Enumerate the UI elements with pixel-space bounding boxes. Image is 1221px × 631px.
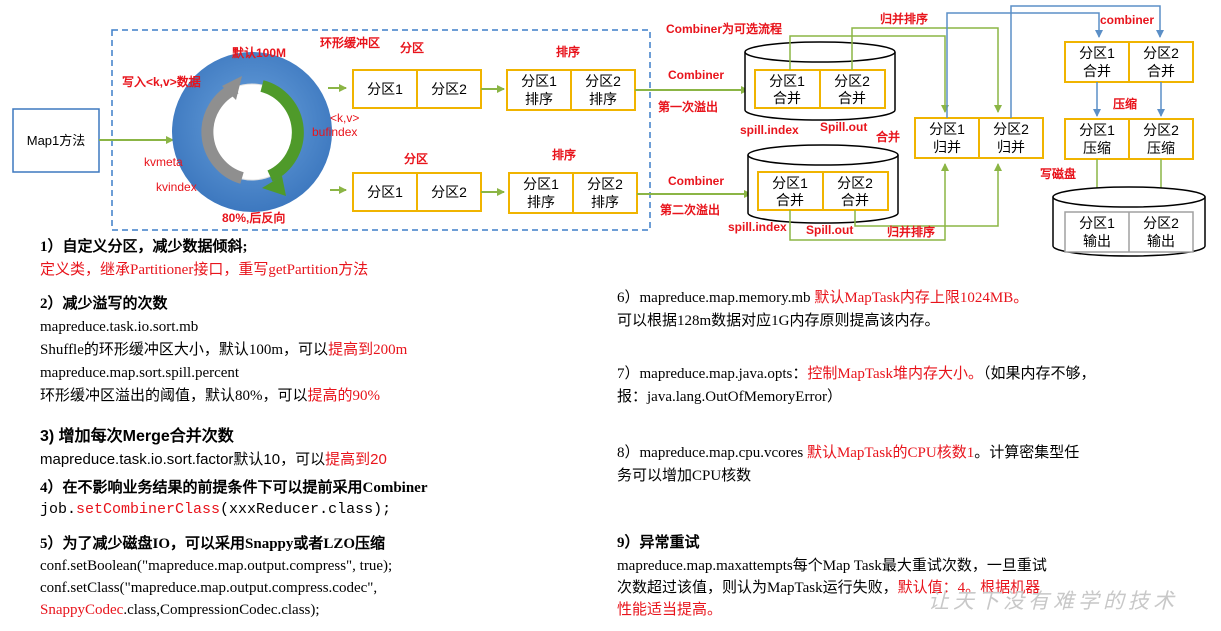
- cyl2-p2-merge: 合并: [841, 192, 869, 208]
- ring-buffer-circle: [172, 52, 332, 212]
- note-7-line-1: 7）mapreduce.map.java.opts：控制MapTask堆内存大小…: [617, 366, 1096, 382]
- cyl2-p1: 分区1: [772, 175, 808, 191]
- note-1-title: 1）自定义分区，减少数据倾斜;: [40, 239, 248, 255]
- merged-p1-guibing: 归并: [933, 139, 961, 155]
- sort-top-p1-sorted: 排序: [525, 91, 553, 107]
- combiner-lower-label: combiner: [1100, 13, 1154, 27]
- partition-top-p2: 分区2: [431, 81, 467, 97]
- ring-buffer-region: [111, 29, 651, 231]
- combiner-label-bottom: Combiner: [668, 174, 724, 188]
- compressed-p1: 分区1: [1079, 122, 1115, 138]
- cyl1-p2-merge: 合并: [838, 90, 866, 106]
- note-3-line-1: mapreduce.task.io.sort.factor默认10，可以提高到2…: [40, 451, 387, 468]
- second-spill-label: 第二次溢出: [660, 202, 720, 217]
- note-2-line-4: 环形缓冲区溢出的阈值，默认80%，可以提高的90%: [40, 388, 380, 404]
- first-spill-label: 第一次溢出: [658, 99, 718, 114]
- spill-cylinder-1: [744, 41, 896, 121]
- write-disk-label: 写磁盘: [1040, 166, 1076, 181]
- note-2-line-3: mapreduce.map.sort.spill.percent: [40, 365, 240, 381]
- map-method-box: [12, 108, 100, 173]
- note-5-line-3: SnappyCodec.class,CompressionCodec.class…: [40, 602, 320, 618]
- sort-bottom-p2: 分区2: [587, 176, 623, 192]
- compress-label: 压缩: [1113, 96, 1137, 111]
- merged-p1: 分区1: [929, 121, 965, 137]
- merged-p2: 分区2: [993, 121, 1029, 137]
- bufindex-label: bufindex: [312, 125, 357, 139]
- sort-label-bottom: 排序: [552, 147, 576, 162]
- note-9-title: 9）异常重试: [617, 535, 700, 551]
- merge-sort-label-top: 归并排序: [880, 11, 928, 26]
- partition-bottom-p1: 分区1: [367, 184, 403, 200]
- write-kv-label: 写入<k,v>数据: [122, 74, 201, 89]
- spill-index-label-1: spill.index: [740, 123, 799, 137]
- combined-p1-merge: 合并: [1083, 63, 1111, 79]
- note-4-title: 4）在不影响业务结果的前提条件下可以提前采用Combiner: [40, 480, 428, 496]
- kv-label: <k,v>: [330, 111, 359, 125]
- output-p1: 分区1: [1079, 215, 1115, 231]
- combined-p2-merge: 合并: [1147, 63, 1175, 79]
- cyl1-p1-merge: 合并: [773, 90, 801, 106]
- sort-bottom-p2-sorted: 排序: [591, 194, 619, 210]
- ring-buffer-label: 环形缓冲区: [320, 35, 380, 50]
- sort-bottom-p1: 分区1: [523, 176, 559, 192]
- output-p2-out: 输出: [1147, 233, 1175, 249]
- note-2-line-1: mapreduce.task.io.sort.mb: [40, 319, 199, 335]
- note-5-line-2: conf.setClass("mapreduce.map.output.comp…: [40, 580, 378, 596]
- note-9-line-3: 性能适当提高。: [617, 602, 723, 618]
- map-method-label: Map1方法: [27, 133, 86, 148]
- sort-label-top: 排序: [556, 44, 580, 59]
- sort-top-p2-sorted: 排序: [589, 91, 617, 107]
- compressed-p2-compress: 压缩: [1147, 140, 1175, 156]
- sort-top-p2: 分区2: [585, 73, 621, 89]
- note-2-line-2: Shuffle的环形缓冲区大小，默认100m，可以提高到200m: [40, 342, 408, 358]
- note-8-line-2: 务可以增加CPU核数: [617, 468, 752, 484]
- watermark-text: 让天下没有难学的技术: [928, 589, 1178, 613]
- note-6-line-1: 6）mapreduce.map.memory.mb 默认MapTask内存上限1…: [617, 290, 1029, 306]
- partition-label-bottom: 分区: [404, 151, 428, 166]
- cyl1-p1: 分区1: [769, 73, 805, 89]
- partition-top-p1: 分区1: [367, 81, 403, 97]
- kvmeta-label: kvmeta: [144, 155, 183, 169]
- output-cylinder: [1052, 186, 1206, 257]
- note-8-line-1: 8）mapreduce.map.cpu.vcores 默认MapTask的CPU…: [617, 445, 1080, 461]
- partition-bottom-p2: 分区2: [431, 184, 467, 200]
- note-5-line-1: conf.setBoolean("mapreduce.map.output.co…: [40, 558, 393, 574]
- cyl1-p2: 分区2: [834, 73, 870, 89]
- compressed-p2: 分区2: [1143, 122, 1179, 138]
- reverse-80-label: 80%,后反向: [222, 210, 285, 225]
- merge-sort-label-bottom: 归并排序: [887, 224, 935, 239]
- shuffle-diagram: Map1方法 写入<k,v>数据 默认100M 环形缓冲区 <k,v> bufi…: [12, 5, 1206, 257]
- note-4-code: job.setCombinerClass(xxxReducer.class);: [40, 501, 392, 518]
- note-5-title: 5）为了减少磁盘IO，可以采用Snappy或者LZO压缩: [40, 536, 386, 552]
- default-100m-label: 默认100M: [232, 45, 286, 60]
- note-3-title: 3) 增加每次Merge合并次数: [40, 428, 234, 445]
- output-p2: 分区2: [1143, 215, 1179, 231]
- compressed-p1-compress: 压缩: [1083, 140, 1111, 156]
- merge-label: 合并: [876, 129, 900, 144]
- note-7-line-2: 报：java.lang.OutOfMemoryError）: [617, 389, 842, 405]
- spill-out-label-1: Spill.out: [820, 120, 867, 134]
- spill-cylinder-2: [747, 144, 899, 224]
- kvindex-label: kvindex: [156, 180, 197, 194]
- combined-p1: 分区1: [1079, 45, 1115, 61]
- output-p1-out: 输出: [1083, 233, 1111, 249]
- note-2-title: 2）减少溢写的次数: [40, 296, 168, 312]
- combined-p2: 分区2: [1143, 45, 1179, 61]
- note-9-line-2: 次数超过该值，则认为MapTask运行失败，默认值：4。根据机器: [617, 580, 1041, 596]
- cyl2-p1-merge: 合并: [776, 192, 804, 208]
- spill-index-label-2: spill.index: [728, 220, 787, 234]
- note-1-detail: 定义类，继承Partitioner接口，重写getPartition方法: [40, 262, 369, 278]
- sort-bottom-p1-sorted: 排序: [527, 194, 555, 210]
- cyl2-p2: 分区2: [837, 175, 873, 191]
- combiner-optional-label: Combiner为可选流程: [666, 21, 782, 36]
- combiner-label-top: Combiner: [668, 68, 724, 82]
- sort-top-p1: 分区1: [521, 73, 557, 89]
- note-9-line-1: mapreduce.map.maxattempts每个Map Task最大重试次…: [617, 558, 1047, 574]
- merged-p2-guibing: 归并: [997, 139, 1025, 155]
- spill-out-label-2: Spill.out: [806, 223, 853, 237]
- note-6-line-2: 可以根据128m数据对应1G内存原则提高该内存。: [617, 313, 940, 329]
- partition-label-top: 分区: [400, 40, 424, 55]
